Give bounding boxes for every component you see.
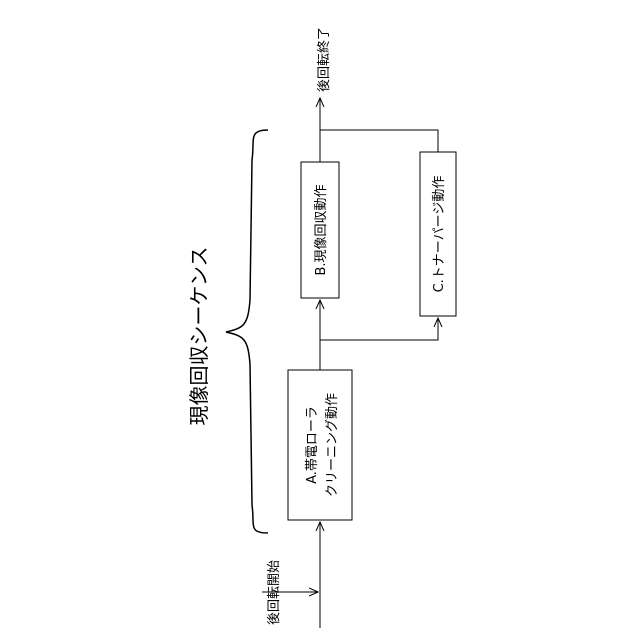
box-a-label-line2: クリーニング動作 bbox=[325, 393, 340, 497]
box-b-label: B.現像回収動作 bbox=[314, 184, 329, 275]
box-c-label: C.トナーパージ動作 bbox=[432, 176, 447, 293]
sequence-title: 現像回収シーケンス bbox=[187, 247, 211, 426]
box-a-charging-roller-cleaning bbox=[288, 370, 352, 520]
merge-from-box-c bbox=[320, 130, 438, 152]
end-label: 後回転終了 bbox=[316, 27, 332, 92]
branch-to-box-c bbox=[320, 318, 438, 340]
box-a-label-line1: A.帯電ローラ bbox=[305, 406, 320, 484]
sequence-brace bbox=[226, 130, 268, 533]
